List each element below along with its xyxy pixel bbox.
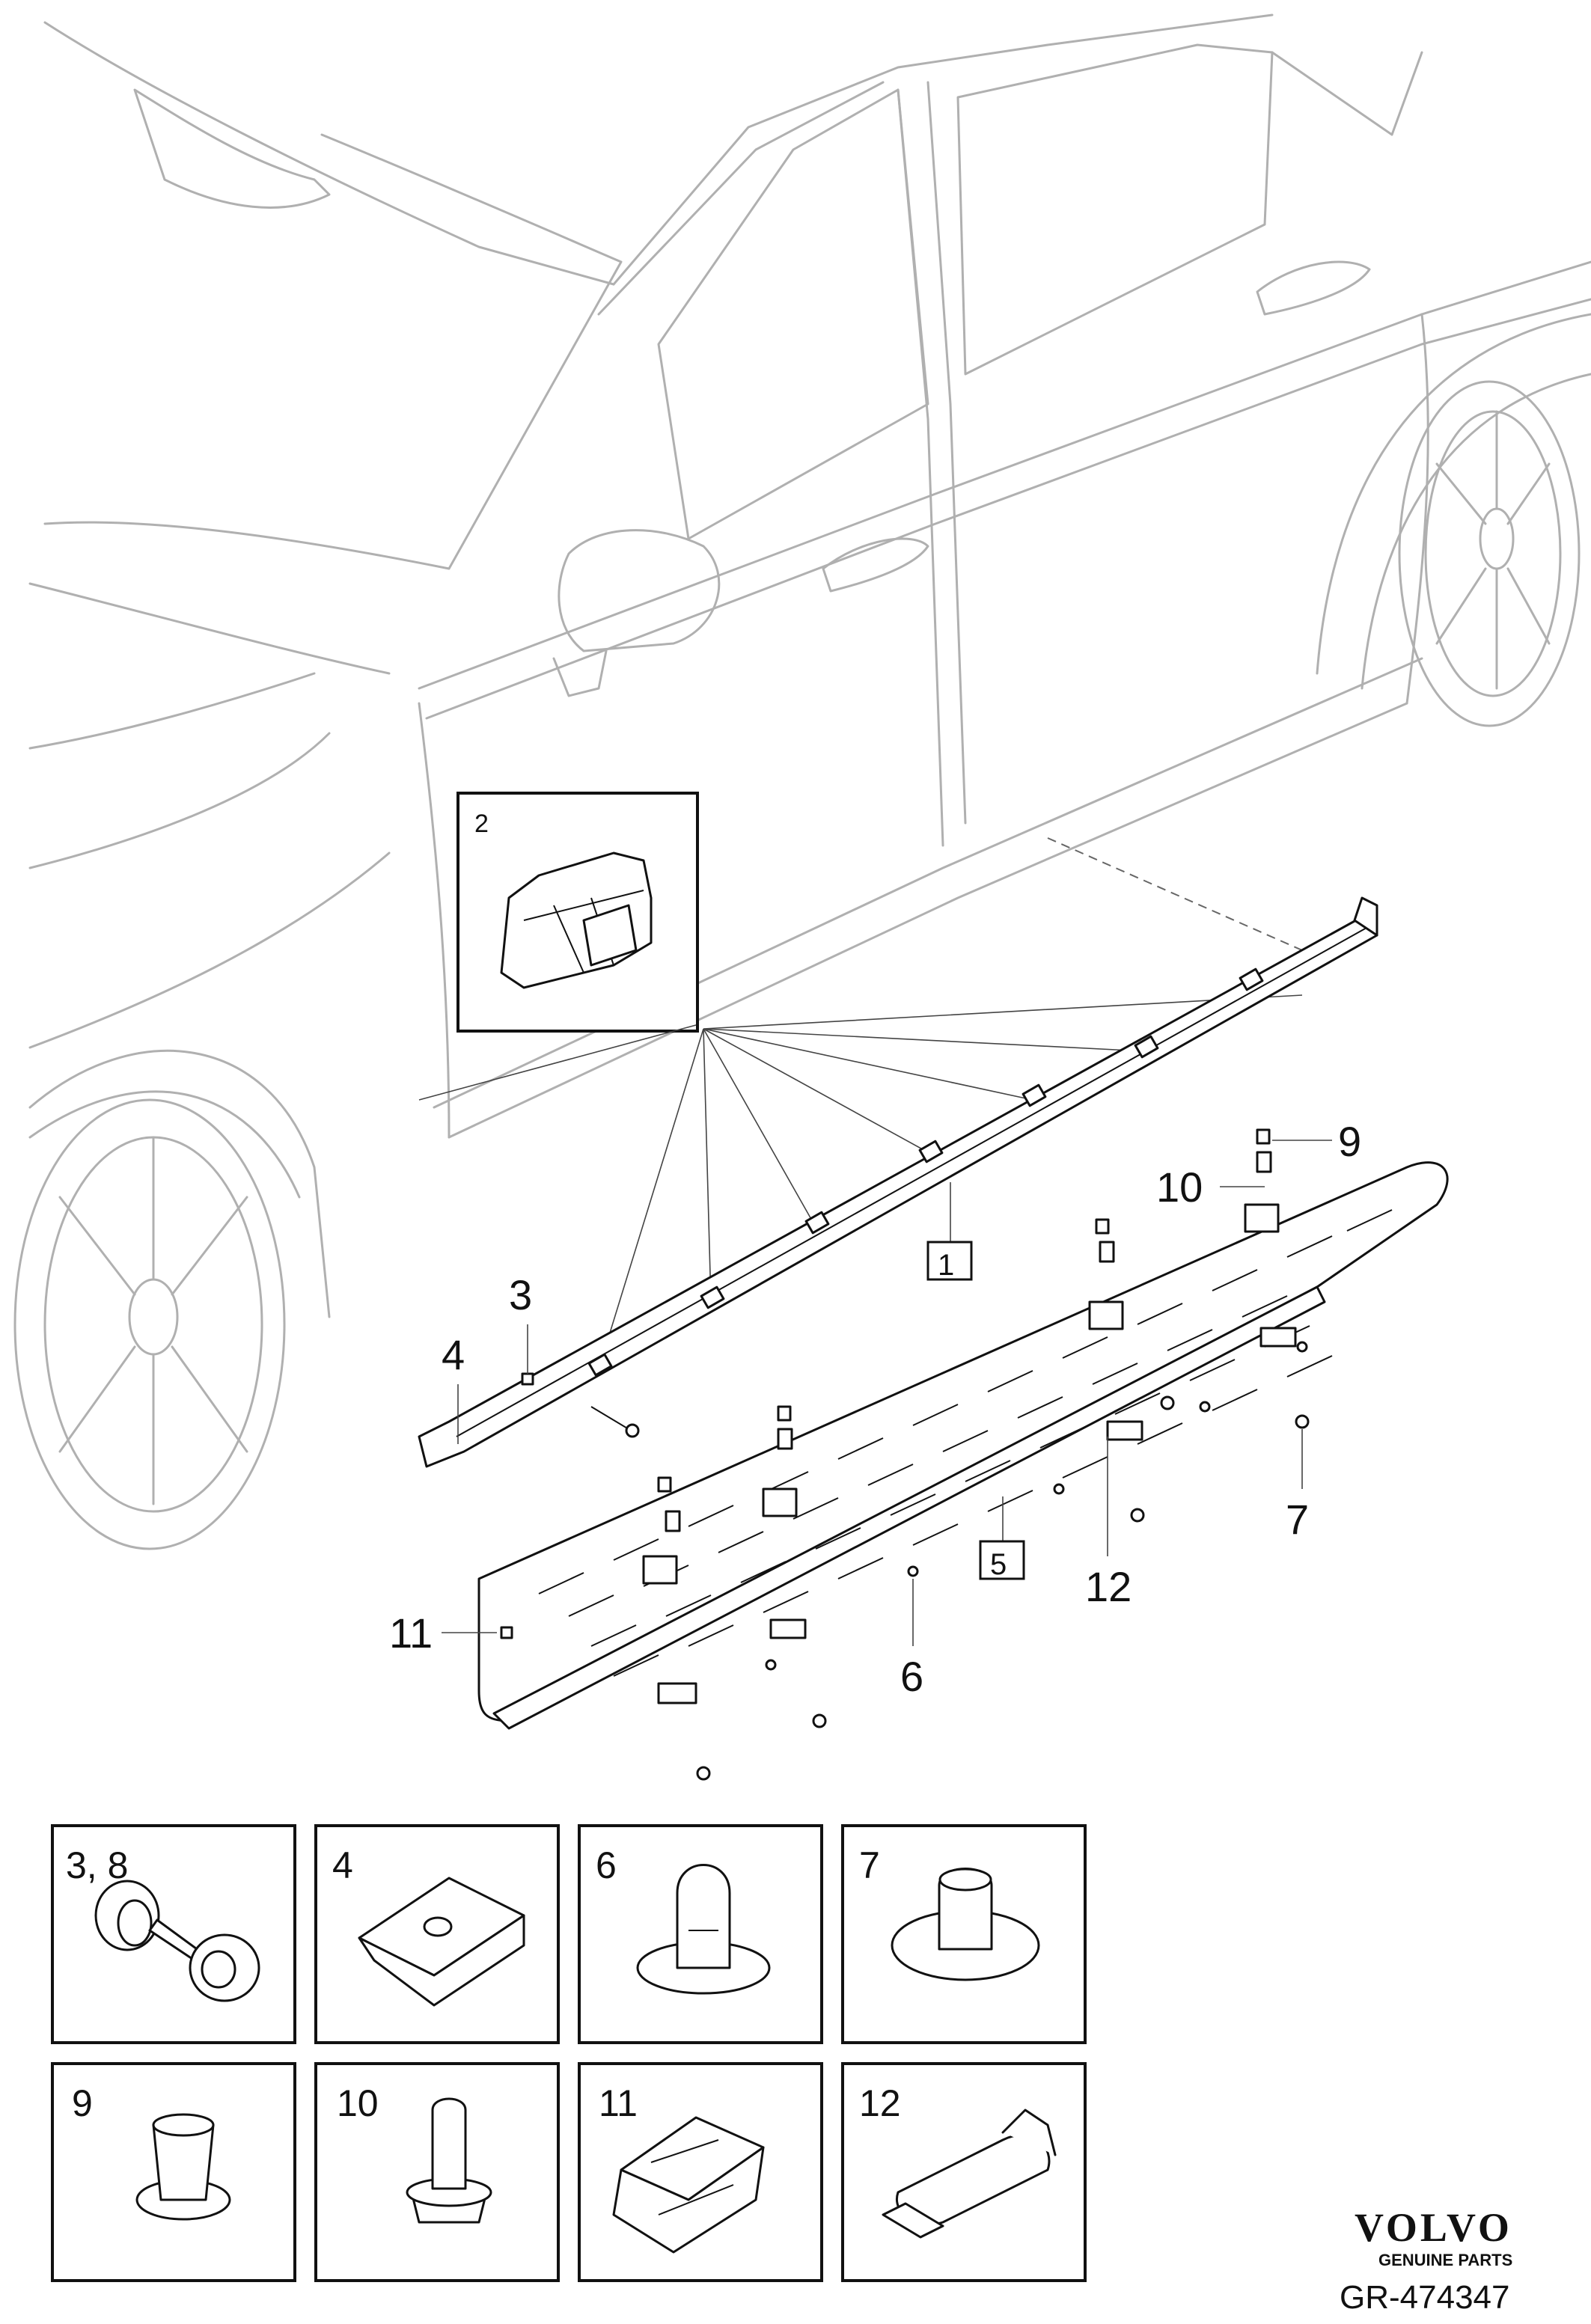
clip-detail-box: 2 [456, 792, 699, 1033]
callout-6: 6 [900, 1653, 923, 1700]
cover-cap-icon [882, 2109, 1057, 2239]
brand-block: VOLVO GENUINE PARTS GR-474347 [1340, 2205, 1512, 2316]
push-rivet-icon [94, 1880, 260, 2002]
legend-label-3-8: 3, 8 [66, 1844, 128, 1886]
callout-2: 2 [474, 810, 489, 838]
callout-7: 7 [1286, 1496, 1309, 1543]
callout-1: 1 [938, 1249, 954, 1282]
callout-5: 5 [990, 1548, 1007, 1581]
legend-label-6: 6 [596, 1844, 617, 1886]
legend-label-4: 4 [332, 1844, 353, 1886]
push-pin-icon [636, 1864, 771, 1995]
running-board [477, 1128, 1449, 1781]
callout-10: 10 [1156, 1163, 1203, 1211]
legend-label-10: 10 [337, 2082, 379, 2124]
callout-12: 12 [1085, 1563, 1132, 1610]
callouts: 1 3 4 5 6 7 9 10 11 12 [389, 1118, 1361, 1700]
flange-stud-icon [891, 1868, 1040, 1981]
legend-label-9: 9 [72, 2082, 93, 2124]
flange-bolt-icon [406, 2097, 492, 2224]
u-nut-clip-icon [358, 1877, 525, 2007]
sill-rail [418, 896, 1378, 1468]
fastener-legend: 3, 8 4 6 7 9 [51, 1824, 1087, 2282]
legend-label-12: 12 [859, 2082, 901, 2124]
callout-11: 11 [389, 1609, 433, 1657]
spacer-sleeve-icon [135, 2113, 231, 2221]
spring-clip-icon [612, 2116, 765, 2254]
clip-leaders [418, 994, 1303, 1370]
legend-label-7: 7 [859, 1844, 880, 1886]
callout-4: 4 [442, 1331, 465, 1378]
diagram-code: GR-474347 [1340, 2279, 1509, 2316]
callout-9: 9 [1338, 1118, 1361, 1165]
callout-3: 3 [509, 1271, 532, 1318]
volvo-logo: VOLVO [1355, 2205, 1512, 2250]
genuine-parts-label: GENUINE PARTS [1378, 2251, 1512, 2269]
legend-label-11: 11 [599, 2082, 638, 2124]
vehicle-outline [13, 13, 1591, 1550]
